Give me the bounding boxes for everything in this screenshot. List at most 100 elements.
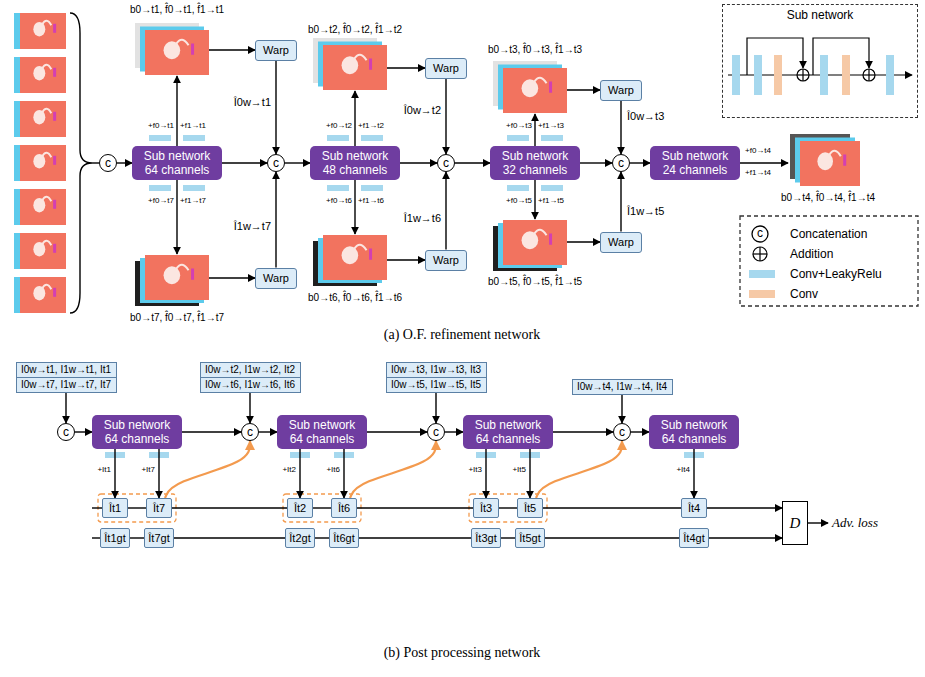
sequence-line xyxy=(359,537,471,538)
annotation-label: +It3 xyxy=(468,465,482,475)
feedback-arrow xyxy=(536,441,622,498)
node-text: I0w→t6, I1w→t6, It6 xyxy=(200,377,301,393)
subnetwork-box: Sub network24 channels xyxy=(650,146,740,180)
annotation-label: +It5 xyxy=(512,465,526,475)
frame-group xyxy=(98,494,176,522)
subnetwork-box: Sub network64 channels xyxy=(92,415,182,449)
flamingo-neck xyxy=(42,21,51,26)
conv-bar xyxy=(149,135,171,141)
flow-arrow xyxy=(631,431,649,432)
node-text: Ît4gt xyxy=(683,532,704,545)
node-text: D xyxy=(790,515,801,532)
concat-circle: c xyxy=(613,423,631,441)
concat-circle: c xyxy=(427,423,445,441)
node-text: Ît3gt xyxy=(475,532,496,545)
ground-truth-frame: Ît2gt xyxy=(285,528,315,548)
concat-symbol xyxy=(752,226,768,242)
conv-bar xyxy=(541,185,563,191)
concat-circle: c xyxy=(612,154,630,172)
flamingo-body xyxy=(342,246,359,264)
flow-arrow xyxy=(709,537,782,538)
node-text: I0w→t2, I1w→t2, It2 xyxy=(200,362,301,378)
node-text: c xyxy=(433,426,439,438)
node-text: Warp xyxy=(433,254,459,267)
output-frame: Ît6 xyxy=(331,498,357,518)
frame-image xyxy=(800,141,860,186)
flow-arrow xyxy=(630,162,650,163)
flow-arrow xyxy=(808,522,828,523)
input-bracket xyxy=(70,13,92,313)
subnetwork-box: Sub network64 channels xyxy=(649,415,739,449)
annotation-label: b0→t1, f̂0→t1, f̂1→t1 xyxy=(130,4,224,16)
node-text: I0w→t7, I1w→t7, It7 xyxy=(16,377,117,393)
annotation-label: +It7 xyxy=(141,465,155,475)
node-text: 64 channels xyxy=(105,432,170,446)
annotation-label: +f1→t3 xyxy=(538,121,564,131)
subnetwork-box: Sub network48 channels xyxy=(310,146,400,180)
addition-cross xyxy=(759,247,760,261)
flamingo-body xyxy=(33,154,45,168)
flamingo-beak xyxy=(191,269,194,280)
legend-text: Addition xyxy=(790,247,833,261)
annotation-label: +f1→t7 xyxy=(180,196,206,206)
flamingo-body xyxy=(522,231,539,249)
flamingo-neck xyxy=(42,197,51,202)
annotation-label: +f0→t2 xyxy=(326,121,352,131)
flamingo-beak xyxy=(549,82,552,93)
loss-label: Adv. loss xyxy=(832,515,878,531)
sequence-line xyxy=(128,507,146,508)
flow-arrow xyxy=(158,449,159,498)
warp-box: Warp xyxy=(255,268,297,289)
flow-arrow xyxy=(259,431,277,432)
ground-truth-frame: Ît3gt xyxy=(471,528,501,548)
flamingo-beak xyxy=(53,112,56,121)
flow-arrow xyxy=(117,162,132,163)
conv-bar xyxy=(183,185,205,191)
addition-cross xyxy=(802,69,803,81)
flamingo-neck xyxy=(354,55,367,61)
flow-arrow xyxy=(275,172,276,268)
flamingo-body xyxy=(33,242,45,256)
flamingo-neck xyxy=(534,78,547,84)
node-text: 64 channels xyxy=(476,432,541,446)
node-text: Sub network xyxy=(502,149,569,163)
warp-box: Warp xyxy=(600,80,642,101)
output-frame: Ît3 xyxy=(473,498,499,518)
layer-block xyxy=(820,55,828,95)
node-text: Sub network xyxy=(475,418,542,432)
legend-swatch xyxy=(749,290,775,298)
sequence-line xyxy=(357,507,473,508)
ground-truth-frame: Ît7gt xyxy=(144,528,174,548)
flamingo-neck xyxy=(42,285,51,290)
annotation-label: b0→t4, f̂0→t4, f̂1→t4 xyxy=(781,192,875,204)
flamingo-beak xyxy=(53,156,56,165)
bracket-lead xyxy=(92,162,99,163)
flamingo-body xyxy=(33,286,45,300)
node-text: Ît1 xyxy=(109,502,121,515)
flow-arrow xyxy=(209,277,255,278)
flow-arrow xyxy=(343,449,344,498)
node-text: Ît6 xyxy=(338,502,350,515)
node-text: Ît2gt xyxy=(289,532,310,545)
concat-circle: c xyxy=(241,423,259,441)
discriminator-box: D xyxy=(782,501,808,545)
output-frame: Ît1 xyxy=(102,498,128,518)
flow-arrow xyxy=(534,180,535,219)
feedback-arrow xyxy=(165,441,250,498)
sequence-line xyxy=(92,507,102,508)
conv-bar xyxy=(183,135,205,141)
flamingo-beak xyxy=(53,244,56,253)
node-text: Sub network xyxy=(787,8,854,22)
frame-image xyxy=(503,68,567,113)
flamingo-neck xyxy=(354,245,367,251)
flow-arrow xyxy=(567,89,600,90)
output-frame: Ît2 xyxy=(287,498,313,518)
flow-arrow xyxy=(740,162,788,163)
flow-arrow xyxy=(354,180,355,234)
conv-bar xyxy=(361,185,383,191)
node-text: Sub network xyxy=(144,149,211,163)
node-text: Sub network xyxy=(662,149,729,163)
flamingo-beak xyxy=(843,155,846,166)
flow-arrow xyxy=(176,76,177,146)
legend-text: Concatenation xyxy=(790,227,867,241)
